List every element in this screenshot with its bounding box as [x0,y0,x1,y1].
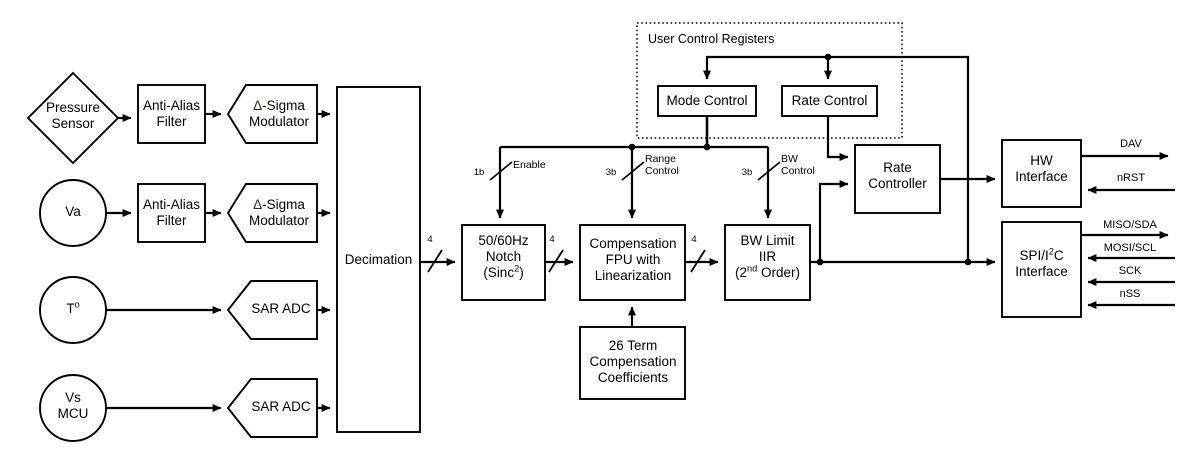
anti-alias-filter-2-shape [137,183,206,243]
hw-interface-shape [1001,139,1082,208]
rate-controller-shape [854,144,941,214]
bw-limit-shape [724,224,811,301]
notch-shape [461,224,546,301]
junction-registers-bus [824,53,832,61]
coefficients-shape [579,326,686,400]
rate-control-shape [781,85,878,117]
compensation-shape [579,224,686,301]
junction-dots [628,53,972,266]
bus-tick-compensation-out [690,249,706,273]
bus-tick-bw [757,161,781,181]
temp-source-shape [39,276,107,344]
vs-mcu-source-shape [39,374,107,442]
anti-alias-filter-1-shape [137,84,206,144]
sar-adc-2-shape [226,378,318,438]
wire-spi-bus-to-registers [703,55,970,262]
user-control-registers-group-shape [636,22,903,139]
spi-i2c-interface-shape [1001,221,1082,318]
wire-rate-control-to-ratecontroller [826,116,849,161]
modulator-2-shape [226,183,318,243]
wire-bwlimit-branch-to-ratecontroller [818,180,849,262]
junction-mode-bus-range [628,143,636,151]
va-source-shape [39,179,107,247]
bus-tick-notch-out [548,249,564,273]
mode-control-shape [657,85,757,117]
decimation-shape [336,86,421,433]
junction-bwlimit-out [816,258,824,266]
modulator-1-shape [226,84,318,144]
bus-tick-range [621,161,645,181]
pressure-sensor-shape [26,71,120,165]
bus-tick-decimation-out [427,249,443,273]
sar-adc-1-shape [226,280,318,340]
junction-spi-bus-tap [964,258,972,266]
bus-tick-enable [489,161,513,181]
junction-mode-bus-trunk [703,143,711,151]
